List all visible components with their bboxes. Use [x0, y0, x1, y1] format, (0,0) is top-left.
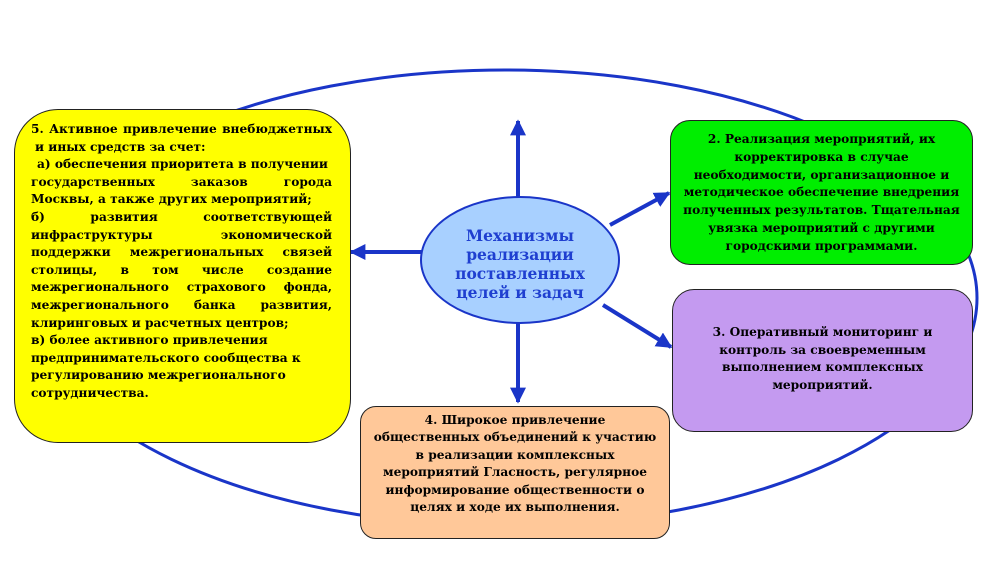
- box-top-right-line: увязка мероприятий с другими: [708, 220, 935, 235]
- box-left-line: и иных средств за счет:: [35, 139, 206, 154]
- box-top-right-line: полученных результатов. Тщательная: [683, 203, 960, 218]
- central-ellipse: Механизмы реализации поставленных целей …: [420, 196, 620, 324]
- box-right-line: мероприятий.: [772, 377, 873, 392]
- arrow-to-box-right: [601, 303, 673, 349]
- box-left-line: поддержки межрегиональных связей: [31, 245, 332, 260]
- box-top-right-line: городскими программами.: [725, 238, 918, 253]
- box-left-line: межрегионального банка развития,: [31, 297, 332, 312]
- box-bottom-line: мероприятий Гласность, регулярное: [383, 465, 647, 480]
- box-left-line: а) обеспечения приоритета в получении: [37, 157, 328, 172]
- box-right-line: контроль за своевременным: [719, 342, 926, 357]
- box-left-line: Москвы, а также других мероприятий;: [31, 192, 312, 207]
- box-left-line: в) более активного привлечения: [31, 333, 268, 348]
- box-bottom-line: информирование общественности о: [385, 482, 645, 497]
- box-bottom-line: целях и ходе их выполнения.: [410, 500, 620, 515]
- box-left-line: предпринимательского сообщества к: [31, 350, 301, 365]
- box-top-right-line: необходимости, организационное и: [693, 167, 950, 182]
- box-left-line: б) развития соответствующей: [31, 209, 332, 224]
- box-bottom-line: общественных объединений к участию: [373, 430, 657, 445]
- box-left-line: сотрудничества.: [31, 385, 149, 400]
- box-public-engagement: 4. Широкое привлечение общественных объе…: [360, 406, 670, 539]
- arrow-to-box-top-right: [609, 191, 671, 227]
- box-left-line: государственных заказов города: [31, 174, 332, 189]
- box-monitoring: 3. Оперативный мониторинг и контроль за …: [672, 289, 973, 432]
- box-implementation: 2. Реализация мероприятий, их корректиро…: [670, 120, 973, 265]
- box-left-line: 5. Активное привлечение внебюджетных: [31, 122, 332, 136]
- box-left-line: клиринговых и расчетных центров;: [31, 315, 289, 330]
- box-left-line: столицы, в том числе создание: [31, 262, 332, 277]
- box-left-line: межрегионального страхового фонда,: [31, 280, 332, 295]
- box-right-line: 3. Оперативный мониторинг и: [712, 325, 933, 339]
- box-external-funding: 5. Активное привлечение внебюджетных и и…: [14, 109, 351, 443]
- box-top-right-line: 2. Реализация мероприятий, их: [707, 132, 936, 146]
- box-right-line: выполнением комплексных: [722, 360, 923, 375]
- box-left-line: инфраструктуры экономической: [31, 227, 332, 242]
- box-left-line: регулированию межрегионального: [31, 368, 286, 383]
- central-title: Механизмы реализации поставленных целей …: [455, 226, 585, 302]
- box-top-right-line: корректировка в случае: [734, 149, 909, 164]
- box-bottom-line: в реализации комплексных: [415, 447, 615, 462]
- box-bottom-line: 4. Широкое привлечение: [424, 413, 606, 427]
- box-top-right-line: методическое обеспечение внедрения: [683, 185, 960, 200]
